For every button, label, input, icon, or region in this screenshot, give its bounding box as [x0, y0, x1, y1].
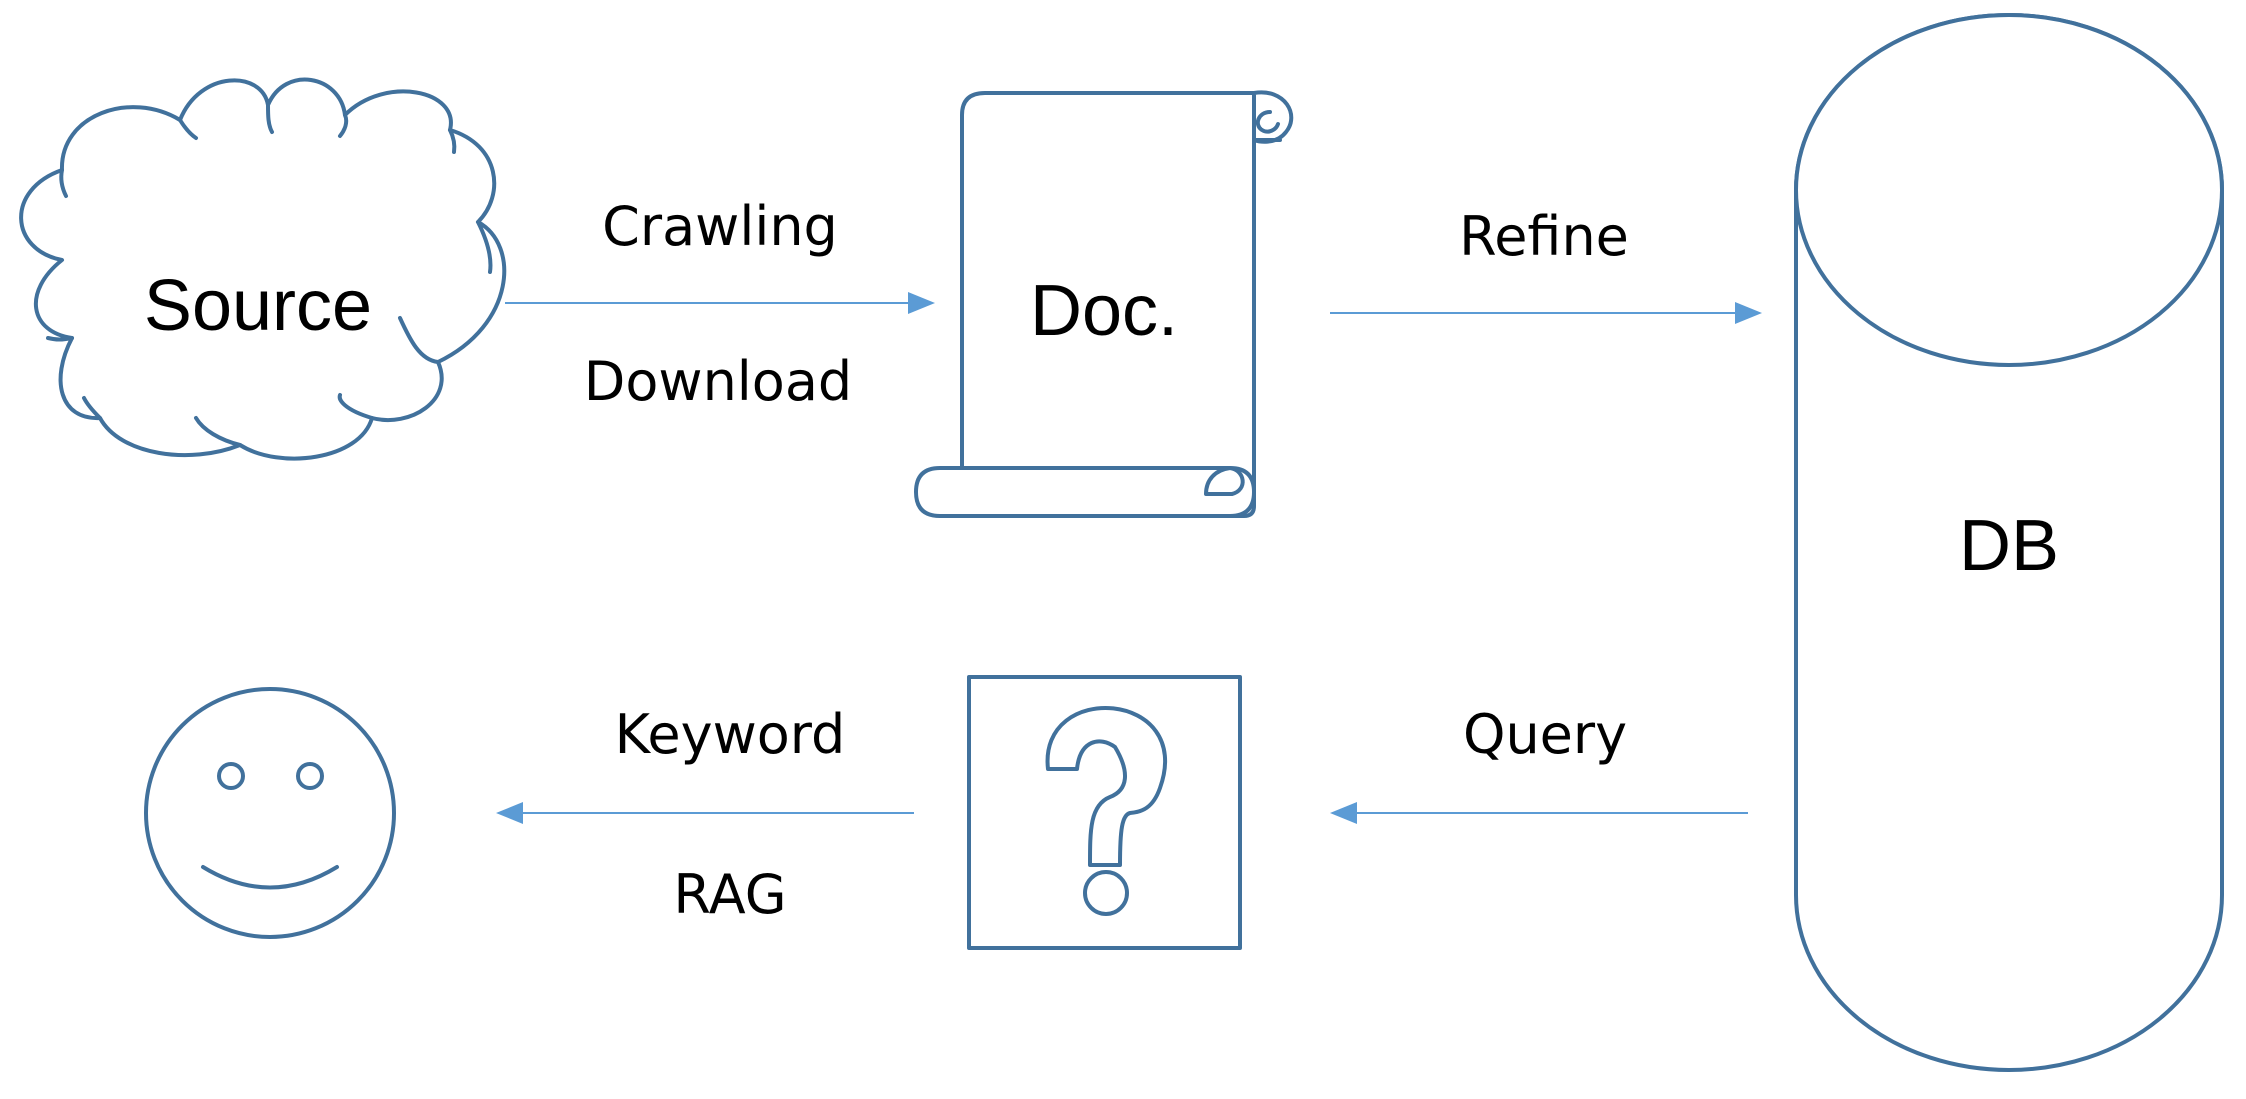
- arrow-head: [1330, 802, 1357, 824]
- cloud-detail: [448, 128, 457, 154]
- question-node: [967, 675, 1242, 950]
- cloud-detail: [476, 220, 493, 274]
- db-label: DB: [1959, 506, 2059, 586]
- scroll-roll-bottom-inner: [1204, 466, 1245, 496]
- arrow-head: [496, 802, 523, 824]
- db-node: DB: [1794, 13, 2224, 1072]
- scroll-roll-bottom: [914, 466, 1256, 518]
- edge-question-to-user: Keyword RAG: [496, 703, 914, 926]
- edge-source-to-doc: Crawling Download: [505, 195, 935, 413]
- scroll-curl-top-inner: [1255, 110, 1280, 134]
- smiley-face-icon: [144, 687, 396, 939]
- source-node: Source: [19, 77, 507, 461]
- cloud-detail: [266, 103, 274, 134]
- user-node: [144, 687, 396, 939]
- smiley-mouth: [201, 865, 339, 890]
- source-label: Source: [144, 266, 372, 346]
- question-mark-dot: [1083, 870, 1129, 916]
- edge-label-keyword: Keyword: [615, 703, 846, 766]
- cloud-detail: [194, 416, 242, 447]
- edge-label-refine: Refine: [1459, 205, 1629, 268]
- cloud-detail: [337, 393, 374, 420]
- arrow-head: [908, 292, 935, 314]
- cloud-detail: [178, 118, 198, 140]
- edge-label-crawling: Crawling: [602, 195, 838, 258]
- question-mark-icon: [1045, 705, 1168, 867]
- smiley-left-eye: [217, 762, 245, 790]
- cloud-detail: [46, 336, 74, 342]
- cloud-detail: [398, 316, 440, 364]
- smiley-right-eye: [296, 762, 324, 790]
- cloud-detail: [82, 396, 102, 420]
- edge-doc-to-db: Refine: [1330, 205, 1762, 324]
- edge-label-rag: RAG: [673, 863, 786, 926]
- arrow-head: [1735, 302, 1762, 324]
- scroll-icon: [960, 91, 1256, 518]
- cloud-detail: [59, 168, 68, 198]
- db-top-ellipse: [1794, 13, 2224, 367]
- doc-node: Doc.: [914, 90, 1294, 518]
- doc-label: Doc.: [1030, 271, 1178, 351]
- edge-label-query: Query: [1463, 703, 1627, 766]
- cloud-detail: [338, 113, 349, 138]
- edge-db-to-question: Query: [1330, 703, 1748, 824]
- edge-label-download: Download: [584, 350, 852, 413]
